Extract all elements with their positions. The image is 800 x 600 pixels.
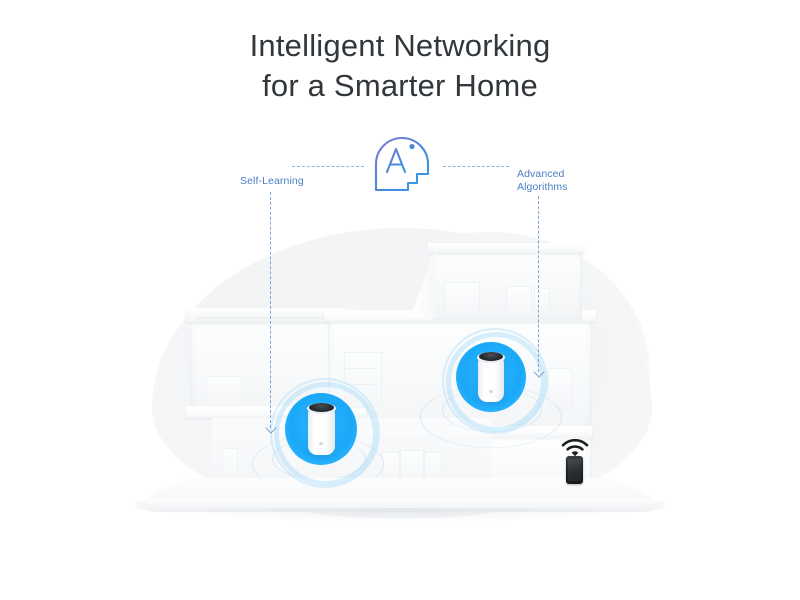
mesh-router-left[interactable]	[270, 378, 380, 488]
connector-advanced-algorithms-horizontal	[443, 166, 509, 168]
roof-slab-left	[186, 308, 346, 322]
base-platform	[134, 478, 666, 522]
connector-self-learning-horizontal	[292, 166, 364, 168]
router-right-halo-inner	[442, 328, 548, 434]
roof-slab-upper-right	[428, 243, 584, 253]
furniture-desk-upper	[506, 286, 532, 314]
platform-shadow	[160, 508, 640, 522]
connector-advanced-algorithms-vertical	[538, 196, 540, 372]
mesh-router-right[interactable]	[442, 328, 548, 434]
platform-rim	[134, 498, 666, 512]
router-left-body	[308, 407, 335, 455]
smartphone-screen	[568, 459, 581, 481]
bookshelf-shelf-1	[346, 368, 378, 369]
router-right-led	[489, 390, 493, 393]
furniture-cabinet-ground	[222, 448, 238, 482]
furniture-chair-upper	[534, 288, 550, 314]
roof-edge-left	[196, 317, 336, 319]
connector-self-learning-vertical	[270, 192, 272, 428]
smartphone-client[interactable]	[558, 439, 592, 484]
feature-label-advanced-algorithms: Advanced Algorithms	[517, 168, 568, 193]
furniture-bed-upper	[444, 282, 480, 314]
feature-label-self-learning: Self-Learning	[240, 175, 304, 187]
page-title: Intelligent Networking for a Smarter Hom…	[249, 28, 551, 103]
smartphone-body	[566, 456, 583, 484]
router-left-cap	[309, 403, 334, 412]
furniture-sofa-left	[206, 376, 242, 406]
router-left-halo-inner	[270, 378, 380, 488]
wifi-signal-icon	[561, 439, 589, 457]
furniture-shelf-right	[548, 368, 572, 410]
router-left-led	[319, 442, 323, 445]
router-right-body	[478, 356, 504, 402]
wall-upper-right-angled	[410, 246, 436, 318]
ai-head-icon	[374, 136, 430, 192]
bookshelf-shelf-2	[346, 384, 378, 385]
router-right-cap	[479, 352, 503, 361]
